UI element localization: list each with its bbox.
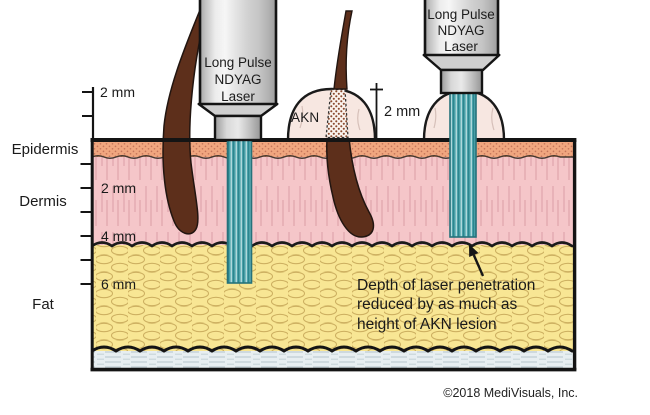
fat-label: Fat (32, 296, 54, 313)
copyright-credit: ©2018 MediVisuals, Inc. (443, 386, 578, 400)
hair-in-lesion-stipple (325, 88, 349, 139)
lesion-height-marker (370, 83, 383, 139)
ruler-label-6mm: 6 mm (101, 276, 136, 292)
lesion-height-label: 2 mm (384, 104, 421, 120)
hair-left (162, 4, 209, 235)
section-border (90, 140, 577, 372)
epidermis-label: Epidermis (11, 141, 79, 158)
annotation-text: Depth of laser penetration reduced by as… (357, 277, 536, 333)
laser-device-right (422, 0, 501, 95)
hair-middle-shaft (333, 10, 353, 90)
dermis-label: Dermis (19, 193, 67, 210)
laser-beam-right (449, 92, 477, 238)
annotation-arrow (469, 244, 485, 277)
hair-middle-root (326, 137, 375, 238)
laser-beam-left (226, 138, 253, 284)
laser-right-label: Long Pulse NDYAG Laser (427, 7, 495, 54)
dermis-fat-boundary (91, 241, 575, 248)
depth-ruler (80, 87, 95, 285)
skin-layers (91, 140, 575, 370)
ruler-label-2mm: 2 mm (101, 180, 136, 196)
laser-device-left (197, 0, 279, 142)
fat-bottom-boundary (91, 345, 575, 353)
ruler-label-4mm: 4 mm (101, 228, 136, 244)
fat-texture (92, 245, 575, 352)
laser-left-label: Long Pulse NDYAG Laser (204, 55, 272, 104)
akn-lesion-label: AKN (291, 110, 320, 125)
ruler-label-2mm-above: 2 mm (100, 84, 135, 100)
subcutaneous-texture (92, 351, 575, 370)
